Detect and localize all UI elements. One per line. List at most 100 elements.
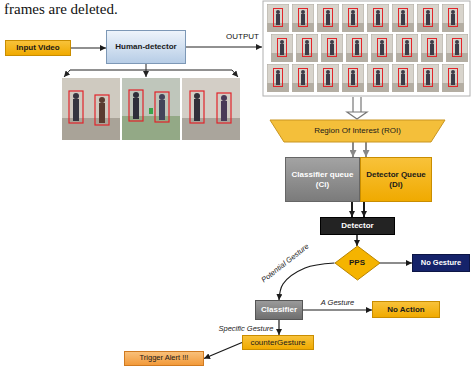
frame [392,4,414,32]
arrow-bar [70,70,232,71]
detection-box [95,95,109,125]
frame [296,34,318,62]
frame [367,64,389,92]
node-text: Classifier queue (Ci) [290,170,355,188]
detector-box: Detector [320,217,395,235]
frame [267,64,289,92]
node-text: Detector Queue (Di) [365,170,427,188]
frame [442,4,464,32]
node-text: Trigger Alert !!! [140,354,189,363]
output-arrow [186,47,262,48]
person-head [221,95,227,101]
node-text: Human-detector [115,42,176,51]
person-body [99,103,105,123]
node-text: No Action [387,305,424,314]
node-text: PPS [349,258,365,267]
output-frames [263,1,470,96]
queue-box: Classifier queue (Ci) [285,157,360,202]
alert-box: Trigger Alert !!! [124,351,204,366]
person-body [133,98,139,119]
frame [417,4,439,32]
detection-box [217,93,231,123]
detection-mark [149,108,153,114]
node-text: Input Video [16,43,59,52]
arrow-head [347,112,367,119]
frame [417,64,439,92]
frame [342,64,364,92]
decision-diamond: PPS [335,246,380,280]
arrow-shaft [353,97,361,112]
roi-trapezoid: Region Of Interest (ROI) [270,120,445,142]
terminal-box: No Action [372,301,440,318]
frame [396,34,418,62]
photo-ground [182,78,240,140]
frame [392,64,414,92]
person-head [99,97,105,103]
frame [442,64,464,92]
classifier-box: Classifier [255,300,303,320]
flow-arrow [71,47,106,48]
process-box: Human-detector [106,30,186,64]
arrow [64,70,70,77]
person-body [73,99,79,121]
arrow-stem [146,64,147,70]
page-text: frames are deleted. [4,1,118,18]
roi-hollow-arrow [347,97,367,119]
frame [321,34,343,62]
photo-floor [62,118,120,140]
flow-arrow [363,202,365,217]
queue-box: Detector Queue (Di) [360,157,432,202]
arrow [232,70,238,77]
photo-ground [122,78,180,140]
photo-floor [122,116,180,140]
edge-label: Potential Gesture [257,240,311,285]
node-text: counterGesture [250,338,305,347]
person-body [159,100,165,120]
output-label: OUTPUT [226,32,259,41]
frame [317,64,339,92]
node-text: Classifier [261,305,297,314]
arrow [146,70,147,77]
flow-arrow [303,309,372,310]
frame [292,64,314,92]
flow-arrow [351,202,353,217]
frame [421,34,443,62]
frame [446,34,468,62]
flow-arrow [365,142,367,157]
flow-arrow [204,343,242,359]
frame [342,4,364,32]
detection-box [69,91,83,123]
roi-trapezoid-shape [270,120,445,142]
frame [371,34,393,62]
detection-box [129,90,143,121]
flow-arrow [356,235,358,246]
flow-arrow [279,263,335,300]
photo-ground [62,78,120,140]
frame [267,4,289,32]
person-body [194,99,200,121]
node-text: Detector [341,221,373,230]
detection-box [190,91,204,123]
person-head [194,93,200,99]
flow-arrow [352,142,354,157]
frame [317,4,339,32]
person-body [221,101,227,121]
edge-label: Specific Gesture [216,323,275,332]
flow-arrow [278,320,279,335]
frame [346,34,368,62]
terminal-box: No Gesture [412,254,470,272]
detection-box [155,92,169,122]
person-head [159,94,165,100]
detector-split-arrows [64,64,238,77]
detection-photos [62,78,240,140]
person-head [73,93,79,99]
node-text: No Gesture [421,259,461,268]
flow-arrow [380,262,413,263]
frame [292,4,314,32]
input-box: Input Video [5,40,71,56]
decision-diamond-shape [335,246,380,280]
frames-panel [263,1,470,96]
frame [367,4,389,32]
person-head [133,92,139,98]
node-text: Region Of Interest (ROI) [314,126,401,135]
